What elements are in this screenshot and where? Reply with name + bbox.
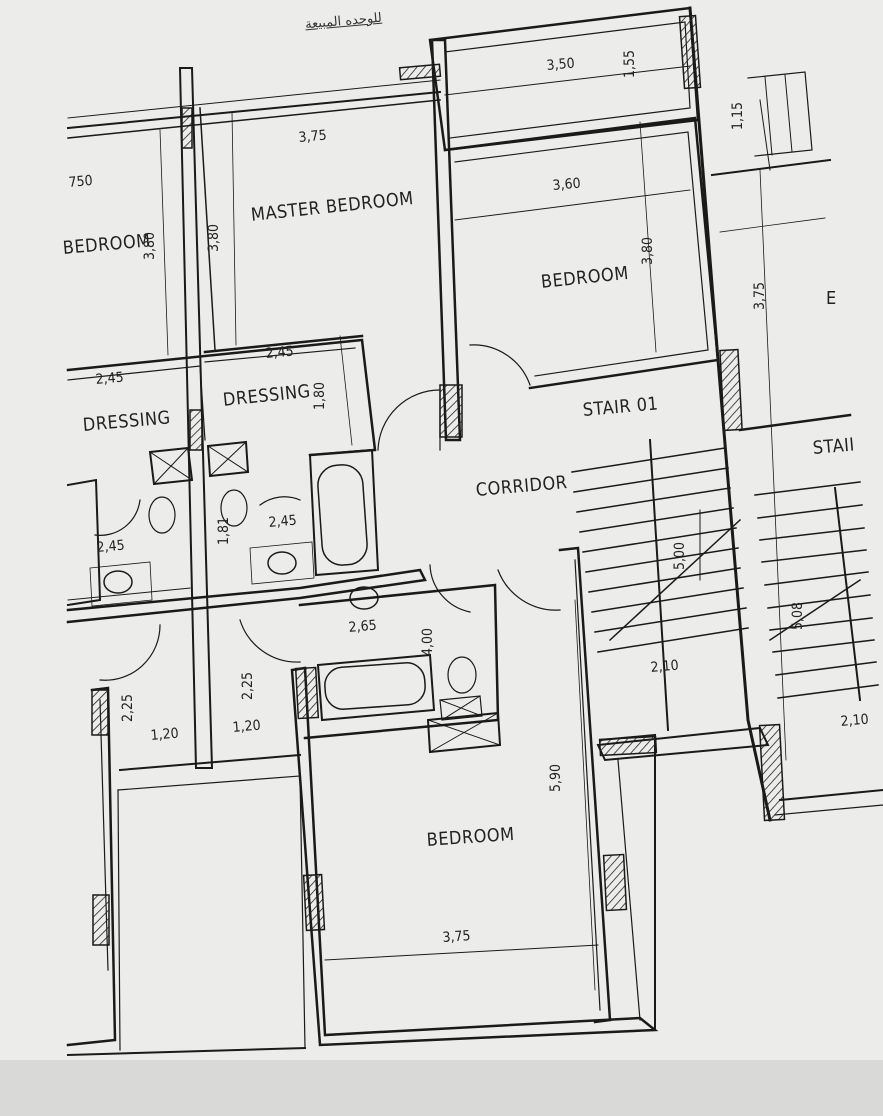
column-1	[178, 67, 214, 769]
stair-right-treads	[754, 481, 879, 702]
dim-2-45-c: 2,45	[96, 537, 126, 556]
dim-1-20-a: 1,20	[150, 725, 180, 744]
door-arc-bedroom	[469, 344, 531, 386]
door-arc-corridor	[377, 389, 441, 451]
wall-wc-bottom	[66, 568, 427, 624]
dim-1-20-b: 1,20	[232, 717, 262, 736]
dim-2-25-b: 2,25	[240, 671, 256, 700]
wall-top	[66, 90, 442, 130]
dim-3-75-master: 3,75	[298, 127, 328, 146]
wall-far-right	[688, 6, 772, 822]
wall-bedroom-right	[443, 116, 720, 390]
dim-5-90: 5,90	[548, 763, 564, 792]
toilet-2	[220, 489, 248, 527]
sink-2	[267, 551, 297, 575]
dim-1-15: 1,15	[730, 101, 746, 130]
hatched-columns	[91, 14, 786, 946]
dim-750: 750	[68, 172, 94, 191]
column-2	[430, 38, 462, 442]
dim-5-00: 5,00	[672, 541, 688, 570]
paper-shadow	[0, 1060, 883, 1116]
dim-1-81: 1,81	[216, 516, 232, 545]
dim-3-80-mid: 3,80	[206, 223, 222, 252]
dim-3-80-right: 3,80	[640, 236, 656, 265]
bathtub-2	[316, 653, 436, 722]
dim-2-10-b: 2,10	[840, 711, 870, 730]
dim-3-80-left: 3,80	[142, 231, 158, 260]
dim-3-75-vert: 3,75	[752, 281, 768, 310]
dim-3-75-bottom: 3,75	[442, 928, 472, 946]
dim-2-45-b: 2,45	[265, 343, 295, 362]
label-stair-right: STAII	[812, 434, 856, 459]
dim-2-45-d: 2,45	[268, 512, 298, 531]
wall-central-bath	[298, 583, 500, 740]
sink-1	[103, 570, 133, 594]
dim-3-60: 3,60	[552, 175, 582, 194]
dim-2-65: 2,65	[348, 617, 378, 636]
dim-1-80: 1,80	[312, 381, 328, 410]
bathtub-1	[308, 448, 380, 577]
dim-2-45-a: 2,45	[95, 369, 125, 388]
door-arc-bath	[497, 569, 561, 611]
stair-01-treads	[571, 438, 749, 732]
dim-1-55: 1,55	[622, 49, 638, 78]
label-e: E	[826, 288, 837, 309]
toilet-3	[447, 656, 477, 694]
dim-2-10-a: 2,10	[650, 657, 680, 676]
wall-left-lower	[66, 686, 117, 1047]
dim-5-08: 5,08	[790, 601, 806, 630]
dim-3-50: 3,50	[546, 55, 576, 74]
toilet-1	[148, 496, 176, 534]
dim-4-00: 4,00	[420, 627, 436, 656]
wall-bath-left	[66, 478, 102, 607]
wall-top-inner	[67, 99, 441, 139]
dim-2-25-a: 2,25	[120, 693, 136, 722]
